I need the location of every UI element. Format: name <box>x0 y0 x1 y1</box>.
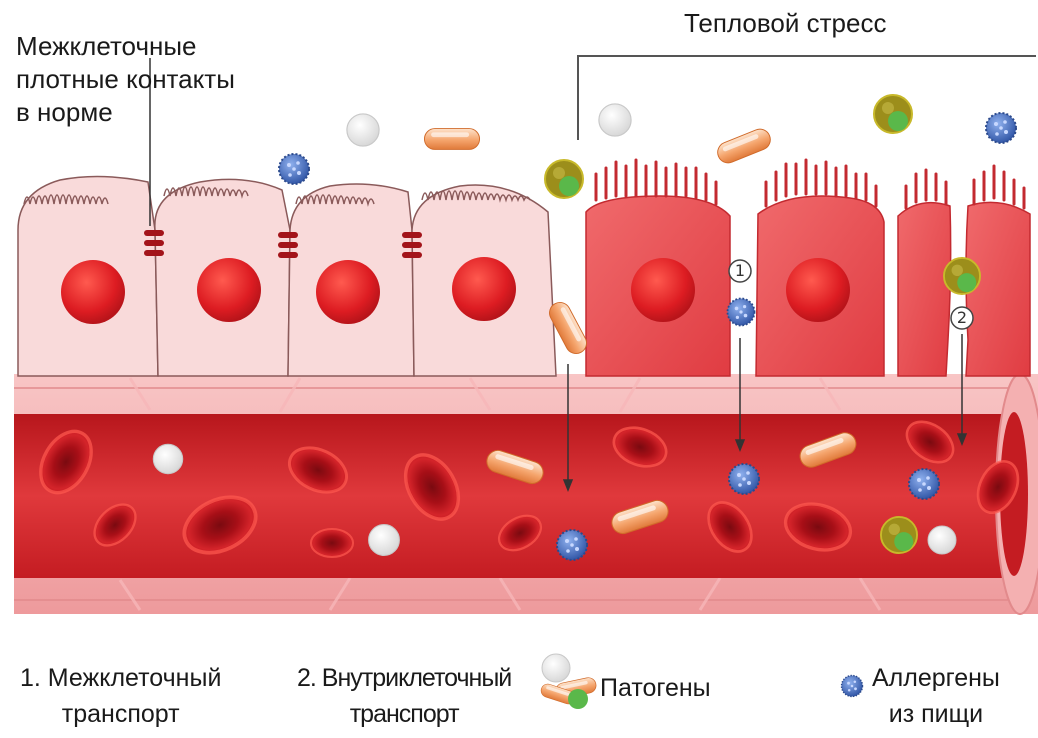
legend-intercellular-line2: транспорт <box>20 696 221 732</box>
legend-transcellular-line1: 2. Внутриклеточный <box>297 660 511 696</box>
legend-pathogen-icon <box>539 654 597 709</box>
legend-allergen-icon <box>842 676 863 697</box>
tight-junctions-label-line3: в норме <box>16 96 235 129</box>
vessel-lumen <box>14 414 1030 578</box>
tight-junctions-label-line1: Межклеточные <box>16 30 235 63</box>
legend-transcellular-line2: транспорт <box>297 696 511 732</box>
blood-vessel <box>14 374 1038 614</box>
legend-intercellular: 1. Межклеточный транспорт <box>20 660 221 732</box>
heat-stress-label: Тепловой стресс <box>684 8 886 39</box>
legend-food-allergens-line1: Аллергены <box>872 660 1000 696</box>
tight-junctions-label-line2: плотные контакты <box>16 63 235 96</box>
marker-2-label: 2 <box>951 307 973 329</box>
legend-food-allergens: Аллергены из пищи <box>872 660 1000 732</box>
legend-transcellular: 2. Внутриклеточный транспорт <box>297 660 511 732</box>
marker-1-label: 1 <box>729 260 751 282</box>
legend-pathogens: Патогены <box>600 670 711 706</box>
heat-stress-bracket <box>578 56 1036 140</box>
tight-junctions-label: Межклеточные плотные контакты в норме <box>16 30 235 129</box>
legend-intercellular-line1: 1. Межклеточный <box>20 660 221 696</box>
legend-food-allergens-line2: из пищи <box>872 696 1000 732</box>
